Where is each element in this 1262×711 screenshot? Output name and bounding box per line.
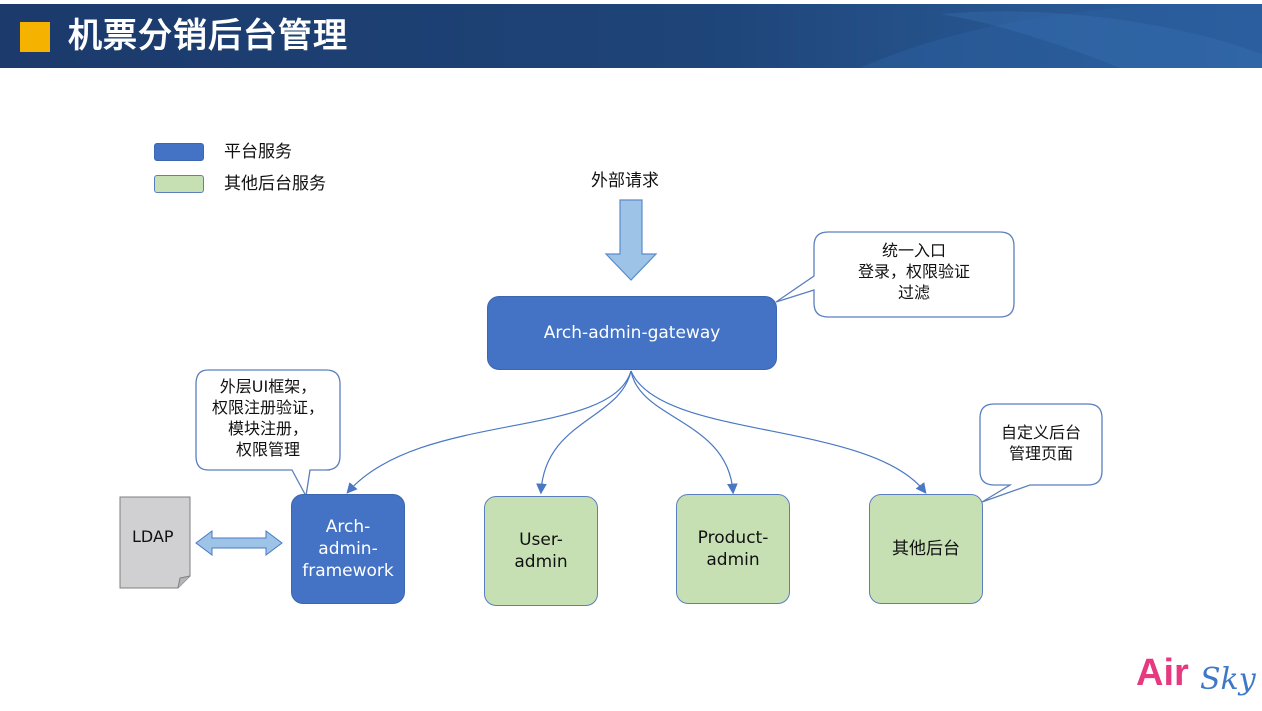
framework-callout-text: 外层UI框架， 权限注册验证， 模块注册， 权限管理 xyxy=(197,376,339,460)
header-bar: 机票分销后台管理 xyxy=(0,4,1262,68)
gateway-callout-line: 登录，权限验证 xyxy=(857,262,970,281)
ldap-framework-double-arrow xyxy=(195,530,283,556)
legend-swatch-platform xyxy=(154,143,204,161)
user-admin-label-line: admin xyxy=(514,552,568,572)
legend-label-other: 其他后台服务 xyxy=(224,174,326,194)
legend-swatch-other xyxy=(154,175,204,193)
external-request-label: 外部请求 xyxy=(591,171,659,191)
framework-label-line: framework xyxy=(302,561,394,581)
other-admin-node: 其他后台 xyxy=(869,494,983,604)
framework-node: Arch- admin- framework xyxy=(291,494,405,604)
user-admin-node: User- admin xyxy=(484,496,598,606)
other-admin-label: 其他后台 xyxy=(892,539,960,559)
product-admin-node: Product- admin xyxy=(676,494,790,604)
gateway-node: Arch-admin-gateway xyxy=(487,296,777,370)
gateway-callout-line: 过滤 xyxy=(897,283,930,302)
logo-air-text: Air xyxy=(1136,652,1189,694)
framework-callout-line: 外层UI框架， xyxy=(219,377,317,396)
gateway-callout-text: 统一入口 登录，权限验证 过滤 xyxy=(820,240,1008,303)
user-admin-label-line: User- xyxy=(519,530,563,550)
product-admin-label-line: admin xyxy=(706,550,760,570)
gateway-callout-bubble xyxy=(775,231,1015,318)
legend-label-platform: 平台服务 xyxy=(224,142,292,162)
external-request-arrow xyxy=(604,199,658,281)
connector-gateway-other-admin xyxy=(630,370,927,494)
framework-callout-line: 模块注册， xyxy=(227,419,308,438)
other-callout-text: 自定义后台 管理页面 xyxy=(982,422,1100,464)
ldap-document-fold xyxy=(177,575,191,589)
gateway-label: Arch-admin-gateway xyxy=(543,323,721,343)
connector-gateway-user-admin xyxy=(536,370,632,495)
page-title: 机票分销后台管理 xyxy=(68,16,348,56)
framework-label-line: admin- xyxy=(318,539,378,559)
ldap-label: LDAP xyxy=(132,527,174,546)
framework-callout-line: 权限管理 xyxy=(235,440,300,459)
connector-gateway-framework xyxy=(346,370,632,494)
product-admin-label-line: Product- xyxy=(697,528,769,548)
gateway-callout-line: 统一入口 xyxy=(881,241,946,260)
logo-sky-text: Sky xyxy=(1200,662,1256,697)
framework-label-line: Arch- xyxy=(325,517,371,537)
framework-callout-bubble xyxy=(195,369,341,499)
header-accent-square xyxy=(20,22,50,52)
connector-gateway-product-admin xyxy=(630,370,738,495)
other-callout-line: 管理页面 xyxy=(1008,444,1073,463)
other-callout-line: 自定义后台 xyxy=(1000,423,1081,442)
framework-callout-line: 权限注册验证， xyxy=(211,398,324,417)
other-callout-bubble xyxy=(979,403,1103,503)
header-decoration xyxy=(860,4,1262,68)
